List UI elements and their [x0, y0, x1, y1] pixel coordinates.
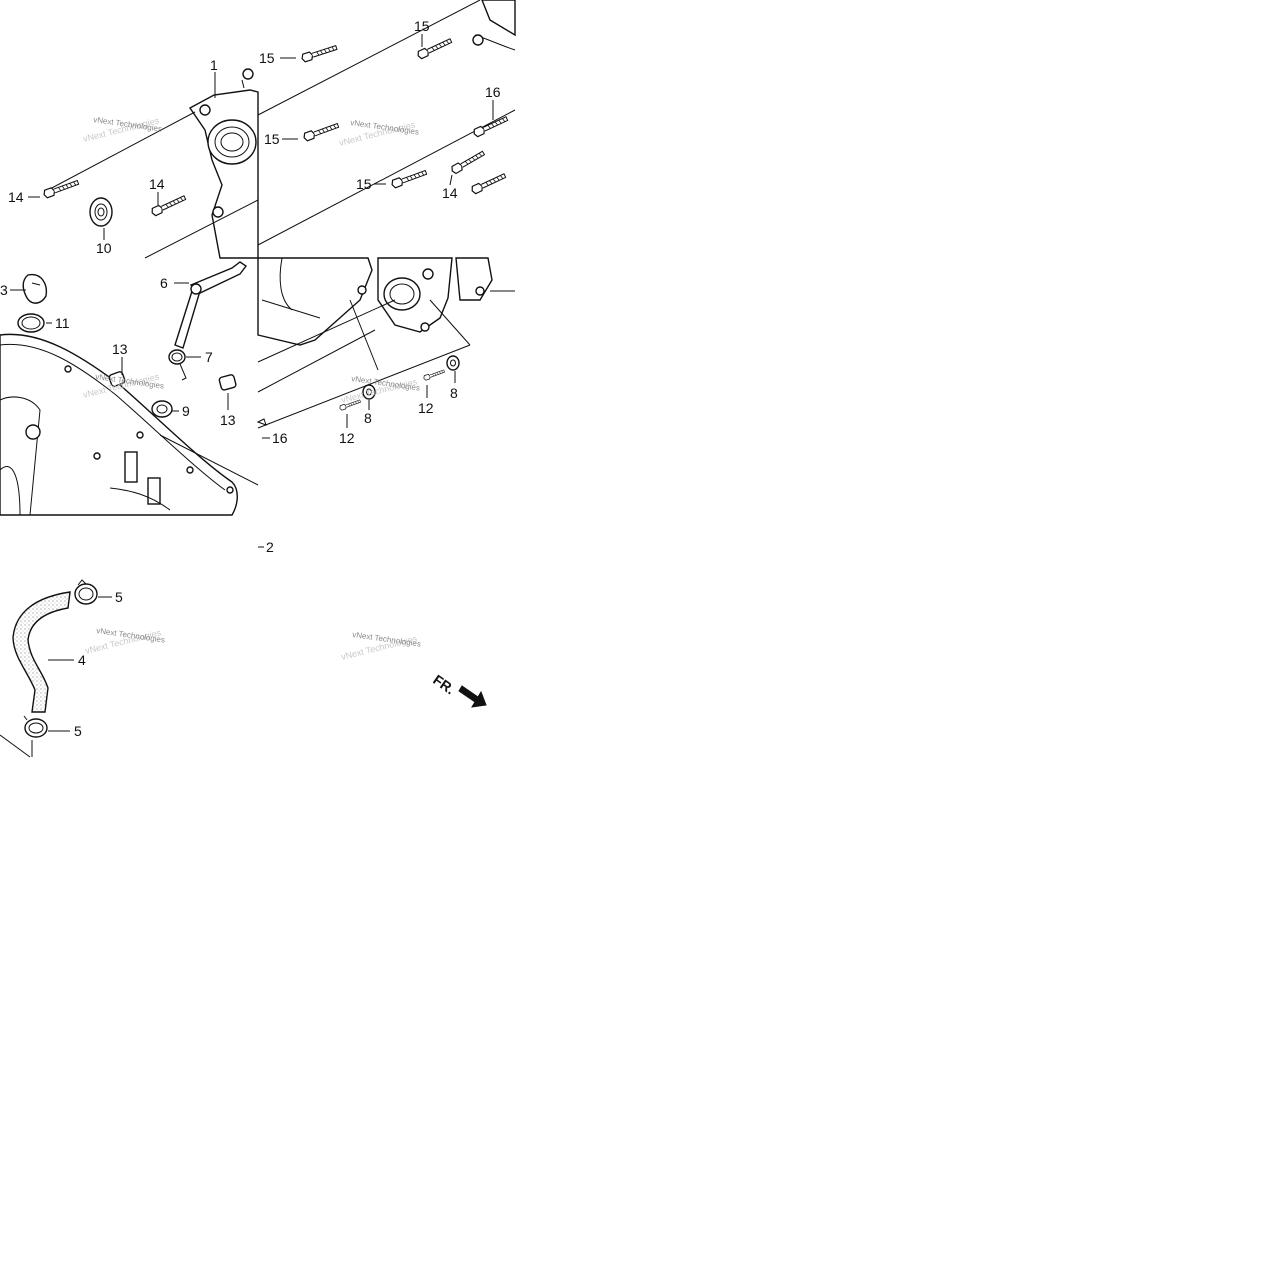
callout-8-a: 8 [364, 410, 372, 426]
spring-7 [168, 349, 187, 381]
callout-10: 10 [96, 240, 112, 256]
callout-16-b: 16 [272, 430, 288, 446]
callout-15-d: 15 [356, 176, 372, 192]
callout-15-c: 15 [264, 131, 280, 147]
filler-cap-3 [22, 273, 48, 304]
fr-label: FR. [430, 671, 458, 697]
bolt-16-lower [256, 418, 267, 426]
panel-bolts-right [257, 0, 516, 246]
callout-15-a: 15 [259, 50, 275, 66]
callout-13-b: 13 [220, 412, 236, 428]
panel-case-left [0, 333, 259, 516]
bolt-14-mid [149, 193, 188, 218]
washer-8-b [446, 355, 460, 371]
callout-5-top: 5 [115, 589, 123, 605]
hose-clamp-5-bottom [23, 715, 48, 738]
callout-16-a: 16 [485, 84, 501, 100]
callout-6: 6 [160, 275, 168, 291]
callout-12-a: 12 [339, 430, 355, 446]
o-ring-11 [17, 313, 45, 333]
callout-2: 2 [266, 539, 274, 555]
shaft-6 [174, 261, 248, 349]
washer-8-a [362, 384, 376, 400]
callout-labels: 1 2 3 4 5 5 6 7 8 8 9 10 11 12 12 13 13 … [0, 18, 501, 739]
callout-13-a: 13 [112, 341, 128, 357]
leader-lines [10, 34, 494, 732]
callout-8-b: 8 [450, 385, 458, 401]
hose-clamp-5-top [74, 579, 98, 605]
oil-seal-10 [89, 197, 113, 227]
front-direction-arrow: FR. [430, 671, 487, 708]
callout-15-b: 15 [414, 18, 430, 34]
callout-14-b: 14 [149, 176, 165, 192]
callout-7: 7 [205, 349, 213, 365]
callout-1: 1 [210, 57, 218, 73]
callout-9: 9 [182, 403, 190, 419]
hose-4 [12, 591, 71, 713]
callout-4: 4 [78, 652, 86, 668]
callout-5-bottom: 5 [74, 723, 82, 739]
dowel-13-right [218, 374, 237, 391]
leader-lower-left [0, 734, 31, 758]
dowel-13-left [108, 371, 126, 387]
callout-14-a: 14 [8, 189, 24, 205]
panel-cover-left [47, 68, 259, 259]
bolt-14-left [42, 178, 80, 200]
callout-3: 3 [0, 282, 8, 298]
callout-14-c: 14 [442, 185, 458, 201]
callout-11: 11 [55, 315, 70, 331]
callout-12-b: 12 [418, 400, 434, 416]
seal-9 [151, 400, 173, 418]
bolt-12-b [422, 368, 446, 382]
panel-cover-right [257, 257, 515, 429]
